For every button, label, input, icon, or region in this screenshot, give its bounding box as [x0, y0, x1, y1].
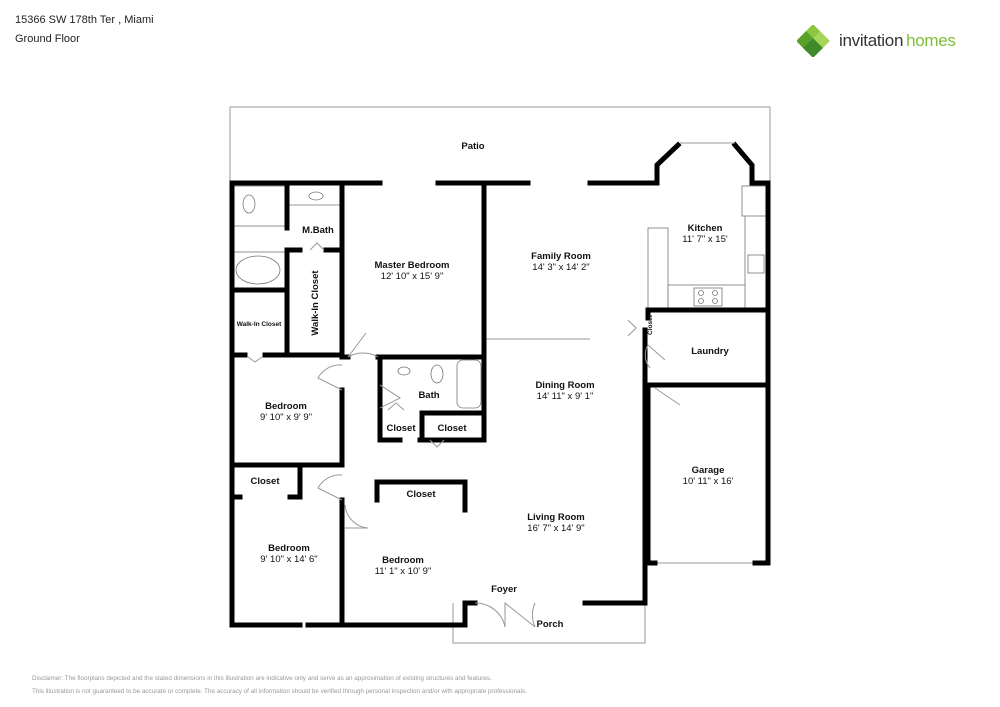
label-family-room: Family Room — [531, 251, 591, 262]
label-closet-bath-1: Closet — [386, 423, 416, 434]
room-labels: Patio Kitchen 11' 7" x 15' Family Room 1… — [237, 141, 734, 630]
walls — [229, 141, 771, 628]
label-master-bedroom: Master Bedroom — [375, 260, 450, 271]
dims-bedroom-3: 11' 1" x 10' 9" — [375, 566, 432, 577]
label-laundry: Laundry — [691, 346, 729, 357]
patio-outline — [229, 106, 771, 183]
label-dining-room: Dining Room — [535, 380, 594, 391]
label-porch: Porch — [537, 619, 564, 630]
label-bath: Bath — [418, 390, 439, 401]
fixtures — [233, 185, 767, 564]
dims-dining-room: 14' 11" x 9' 1" — [537, 391, 594, 402]
label-walk-in-closet-small: Walk-In Closet — [237, 321, 282, 328]
bathtub-bath-icon — [456, 359, 482, 409]
toilet-master-icon — [242, 194, 256, 214]
label-closet-bath-2: Closet — [437, 423, 467, 434]
label-closet-bedroom-3: Closet — [406, 489, 436, 500]
toilet-bath-icon — [430, 364, 444, 384]
label-bedroom-1: Bedroom — [265, 401, 307, 412]
dims-garage: 10' 11" x 16' — [683, 476, 734, 487]
address: 15366 SW 178th Ter , Miami — [15, 14, 154, 26]
logo-mark-icon — [797, 25, 830, 57]
vanity-master — [233, 185, 287, 227]
dims-kitchen: 11' 7" x 15' — [682, 234, 728, 245]
stove-icon — [693, 287, 723, 307]
label-foyer: Foyer — [491, 584, 517, 595]
label-garage: Garage — [692, 465, 725, 476]
label-closet-kitchen: Closet — [647, 314, 654, 335]
label-walk-in-closet-vertical: Walk-In Closet — [310, 270, 321, 336]
sink-master-icon — [308, 191, 324, 201]
disclaimer-line-1: Disclaimer: The floorplans depicted and … — [32, 675, 492, 682]
sink-bath-icon — [397, 366, 411, 376]
dims-master-bedroom: 12' 10" x 15' 9" — [381, 271, 444, 282]
label-bedroom-3: Bedroom — [382, 555, 424, 566]
label-m-bath: M.Bath — [302, 225, 334, 236]
label-bedroom-2: Bedroom — [268, 543, 310, 554]
dims-living-room: 16' 7" x 14' 9" — [527, 523, 584, 534]
logo-word-homes: homes — [906, 31, 956, 50]
dims-bedroom-2: 9' 10" x 14' 6" — [260, 554, 317, 565]
dims-family-room: 14' 3" x 14' 2" — [532, 262, 589, 273]
label-living-room: Living Room — [527, 512, 585, 523]
floor-label: Ground Floor — [15, 33, 80, 45]
doors — [247, 242, 681, 628]
kitchen-sink-icon — [747, 254, 765, 274]
fridge-icon — [741, 185, 767, 217]
logo-word-invitation: invitation — [839, 31, 904, 50]
disclaimer-line-2: This illustration is not guaranteed to b… — [32, 688, 527, 695]
label-patio: Patio — [461, 141, 484, 152]
kitchen-island — [647, 227, 669, 309]
dims-bedroom-1: 9' 10" x 9' 9" — [260, 412, 312, 423]
label-closet-bedroom-2: Closet — [250, 476, 280, 487]
label-kitchen: Kitchen — [688, 223, 723, 234]
